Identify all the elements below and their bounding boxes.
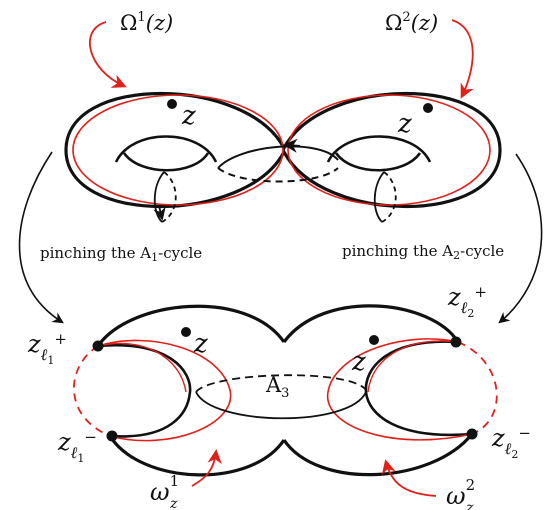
bottom-red-contour-left xyxy=(97,339,232,442)
top-a2-cycle-back xyxy=(381,171,397,223)
bottom-z-label-left: z xyxy=(193,329,208,359)
label-z-l1-minus: zℓ1− xyxy=(57,428,97,465)
caption-right: pinching the A2-cycle xyxy=(342,242,504,262)
caption-left: pinching the A1-cycle xyxy=(40,244,202,264)
omega2-arrow-bottom xyxy=(381,459,437,497)
omega2-label-top: Ω2(z) xyxy=(385,10,438,35)
bottom-red-contour-right xyxy=(327,338,473,441)
top-a3-cycle-front xyxy=(217,145,339,169)
top-a1-cycle-front xyxy=(153,171,165,223)
bottom-pinched-a1 xyxy=(73,345,111,437)
label-z-l1-plus: zℓ1+ xyxy=(27,330,67,367)
top-z-point-left xyxy=(167,99,177,109)
top-hole-right-upper xyxy=(326,135,432,163)
top-a1-cycle-back xyxy=(161,171,177,223)
bottom-outline-right-top xyxy=(282,304,460,343)
pinch-arrow-left xyxy=(18,151,64,324)
svg-text:Ω2(z): Ω2(z) xyxy=(385,10,438,35)
top-a2-cycle-front xyxy=(373,171,385,223)
svg-text:Ω1(z): Ω1(z) xyxy=(120,10,173,35)
top-z-point-right xyxy=(423,103,433,113)
a3-label: A3 xyxy=(265,373,289,401)
pinch-arrow-right xyxy=(498,153,543,324)
top-a1-cycle-arrowhead xyxy=(153,205,166,221)
top-surface: z z xyxy=(64,92,502,223)
top-red-cycle-left xyxy=(72,94,284,206)
top-hole-left-upper xyxy=(114,135,218,163)
bottom-outline-left-bottom xyxy=(108,435,286,477)
label-z-l2-plus: zℓ2+ xyxy=(447,283,487,320)
omega1-arrow-bottom xyxy=(191,449,222,487)
bottom-z-label-right: z xyxy=(351,347,366,377)
bottom-outline-right-bottom xyxy=(282,432,474,477)
bottom-inner-left xyxy=(97,343,192,438)
omega1-label-top: Ω1(z) xyxy=(120,10,173,35)
point-z-l1-minus xyxy=(106,430,118,442)
bottom-inner-right xyxy=(364,340,473,437)
top-z-label-left: z xyxy=(181,101,196,131)
bottom-outline-left-top xyxy=(96,304,286,347)
bottom-surface: A3 z z xyxy=(73,304,498,477)
omega2-arrow-top xyxy=(451,19,474,99)
point-z-l1-plus xyxy=(92,340,104,352)
top-a3-cycle-back xyxy=(217,167,339,183)
top-hole-left-lower xyxy=(122,152,210,172)
bottom-red-contour-right-inner xyxy=(367,340,459,393)
point-z-l2-minus xyxy=(466,428,478,440)
bottom-z-point-right xyxy=(369,335,379,345)
omega1-arrow-top xyxy=(89,21,127,88)
top-z-label-right: z xyxy=(397,109,412,139)
point-z-l2-plus xyxy=(450,336,462,348)
bottom-a3-cycle-front xyxy=(195,391,367,420)
top-hole-right-lower xyxy=(334,152,422,172)
bottom-red-contour-left-inner xyxy=(97,342,187,393)
label-z-l2-minus: zℓ2− xyxy=(491,424,531,461)
bottom-z-point-left xyxy=(181,327,191,337)
bottom-a3-cycle-back xyxy=(195,374,367,393)
top-a3-cycle-arrow xyxy=(283,138,301,153)
bottom-pinched-a2 xyxy=(457,341,498,435)
